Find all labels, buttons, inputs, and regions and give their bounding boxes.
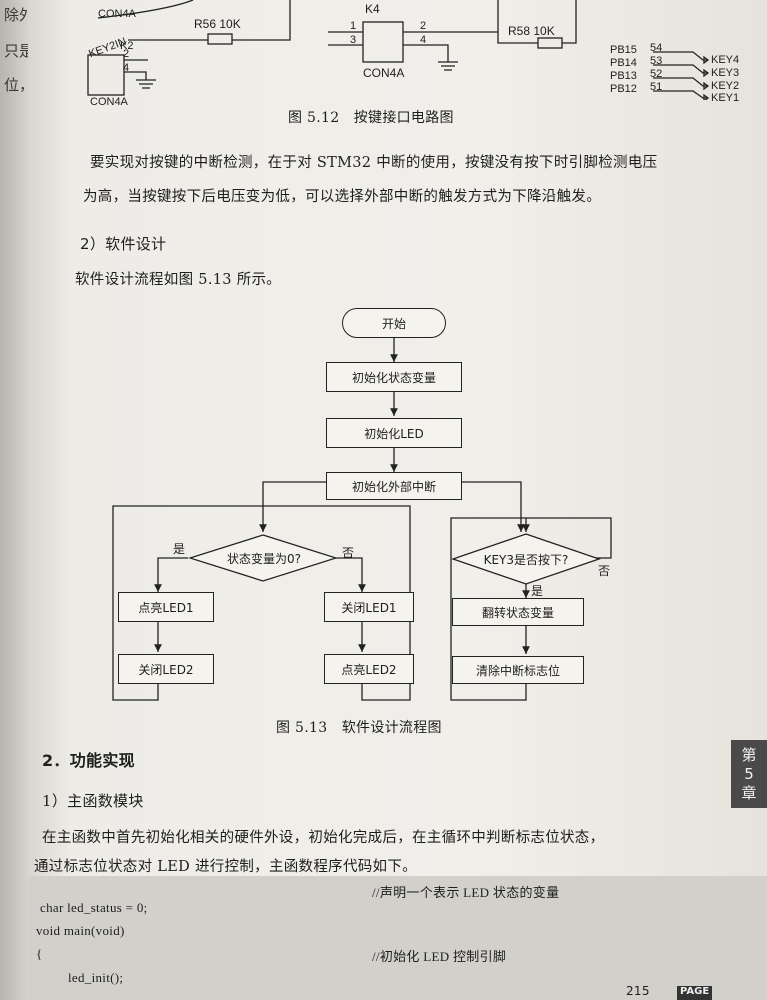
pin-key: KEY3 <box>711 67 740 79</box>
code-comment: //初始化 LED 控制引脚 <box>372 949 507 964</box>
code-comment: //声明一个表示 LED 状态的变量 <box>372 885 560 900</box>
pin-port: PB13 <box>610 70 637 82</box>
flow-init-state: 初始化状态变量 <box>326 362 462 392</box>
flow-led2-on: 点亮LED2 <box>324 654 414 684</box>
con4a-top-label: CON4A <box>98 8 136 20</box>
section-heading-software: 2）软件设计 <box>80 235 167 253</box>
k4-pin1: 1 <box>350 20 357 32</box>
chapter-tab-line: 章 <box>741 783 757 802</box>
flow-no-label: 否 <box>342 546 355 560</box>
flow-init-led: 初始化LED <box>326 418 462 448</box>
section-heading-func: 2．功能实现 <box>42 751 135 770</box>
pin-num: 53 <box>650 55 663 67</box>
flow-yes-label: 是 <box>173 542 186 556</box>
code-block: char led_status = 0; //声明一个表示 LED 状态的变量 … <box>28 876 767 1000</box>
figure-caption-5-13: 图 5.13 软件设计流程图 <box>276 720 442 736</box>
k4-con-label: CON4A <box>363 66 405 80</box>
flow-init-exti: 初始化外部中断 <box>326 472 462 500</box>
k2-label: K2 <box>120 40 134 52</box>
pin-num: 54 <box>650 42 663 54</box>
pin-num: 51 <box>650 81 663 93</box>
flow-clear-flag: 清除中断标志位 <box>452 656 584 684</box>
k4-label: K4 <box>365 2 380 16</box>
pin-port: PB15 <box>610 44 637 56</box>
code-line: { <box>36 946 43 961</box>
pin-key: KEY4 <box>711 54 740 66</box>
pin-key: KEY1 <box>711 92 740 104</box>
book-page: KEY2IN CON4A K2 2 4 CON4A R56 10K K4 1 3… <box>28 0 767 1000</box>
k4-pin4: 4 <box>420 34 427 46</box>
flow-led1-off: 关闭LED1 <box>324 592 414 622</box>
figure-caption-5-12: 图 5.12 按键接口电路图 <box>288 110 454 126</box>
pin-port: PB14 <box>610 57 637 69</box>
flow-toggle-state: 翻转状态变量 <box>452 598 584 626</box>
subsection-heading-main: 1）主函数模块 <box>42 792 144 810</box>
paragraph-line: 通过标志位状态对 LED 进行控制，主函数程序代码如下。 <box>34 859 417 875</box>
k4-pin2: 2 <box>420 20 427 32</box>
code-line: led_init(); <box>68 970 124 985</box>
r58-label: R58 10K <box>508 24 555 38</box>
flow-decision-state-shape <box>188 534 338 582</box>
paragraph-line: 要实现对按键的中断检测，在于对 STM32 中断的使用，按键没有按下时引脚检测电… <box>90 155 658 171</box>
flow-decision-key3-shape <box>451 533 601 585</box>
circuit-diagram: KEY2IN CON4A K2 2 4 CON4A R56 10K K4 1 3… <box>28 0 767 108</box>
k2-pin4: 4 <box>123 62 130 74</box>
flow-decision-state: 状态变量为0? <box>226 552 301 566</box>
flow-led1-on: 点亮LED1 <box>118 592 214 622</box>
paragraph-line: 为高，当按键按下后电压变为低，可以选择外部中断的触发方式为下降沿触发。 <box>83 189 601 205</box>
k4-pin3: 3 <box>350 34 357 46</box>
chapter-tab-line: 5 <box>744 764 754 783</box>
paragraph-line: 在主函数中首先初始化相关的硬件外设，初始化完成后，在主循环中判断标志位状态， <box>42 830 605 846</box>
k2-con-label: CON4A <box>90 96 128 108</box>
flow-decision-key3: KEY3是否按下? <box>483 553 569 567</box>
flow-start: 开始 <box>342 308 446 338</box>
page-badge: PAGE <box>677 986 713 1000</box>
paragraph-line: 软件设计流程如图 5.13 所示。 <box>75 272 282 288</box>
flow-no2-label: 否 <box>598 564 611 578</box>
pin-key: KEY2 <box>711 80 740 92</box>
flow-yes2-label: 是 <box>531 584 544 598</box>
page-number: 215 <box>626 984 650 998</box>
chapter-tab: 第 5 章 <box>731 740 767 808</box>
pin-num: 52 <box>650 68 663 80</box>
chapter-tab-line: 第 <box>741 745 757 764</box>
circuit-wires <box>87 0 710 100</box>
flow-led2-off: 关闭LED2 <box>118 654 214 684</box>
flowchart: 开始 初始化状态变量 初始化LED 初始化外部中断 状态变量为0? 是 否 点亮… <box>28 300 767 720</box>
code-line: void main(void) <box>36 923 125 938</box>
code-line: char led_status = 0; <box>40 900 148 915</box>
pin-port: PB12 <box>610 83 637 95</box>
r56-label: R56 10K <box>194 17 241 31</box>
k2-pin2: 2 <box>123 48 130 60</box>
